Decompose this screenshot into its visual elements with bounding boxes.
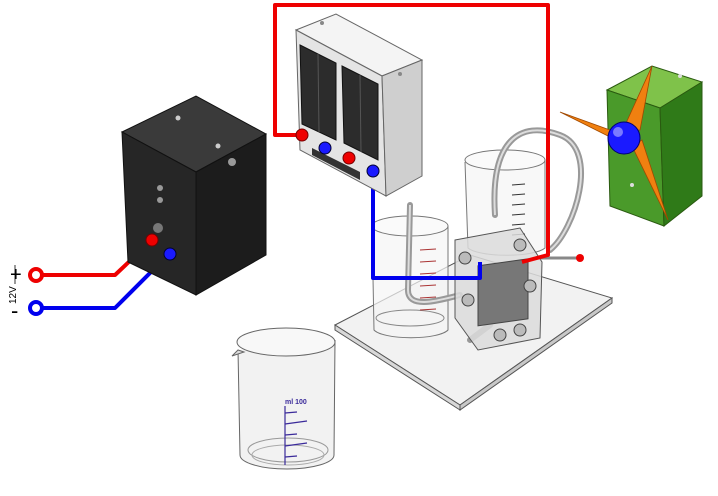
minus-label: -: [11, 298, 18, 323]
hydrogen-cylinder: [464, 149, 546, 256]
power-supply: [120, 95, 268, 296]
measuring-beaker: ml 100: [231, 327, 336, 470]
voltage-label: 12V: [8, 286, 19, 304]
fuel-cell: [454, 227, 584, 351]
terminal-positive: [28, 267, 44, 283]
plus-label: +: [10, 264, 22, 286]
meter-box: [294, 13, 424, 197]
beaker-scale-label: ml 100: [285, 399, 307, 406]
fan-hub: [607, 121, 641, 155]
terminal-negative: [28, 300, 44, 316]
